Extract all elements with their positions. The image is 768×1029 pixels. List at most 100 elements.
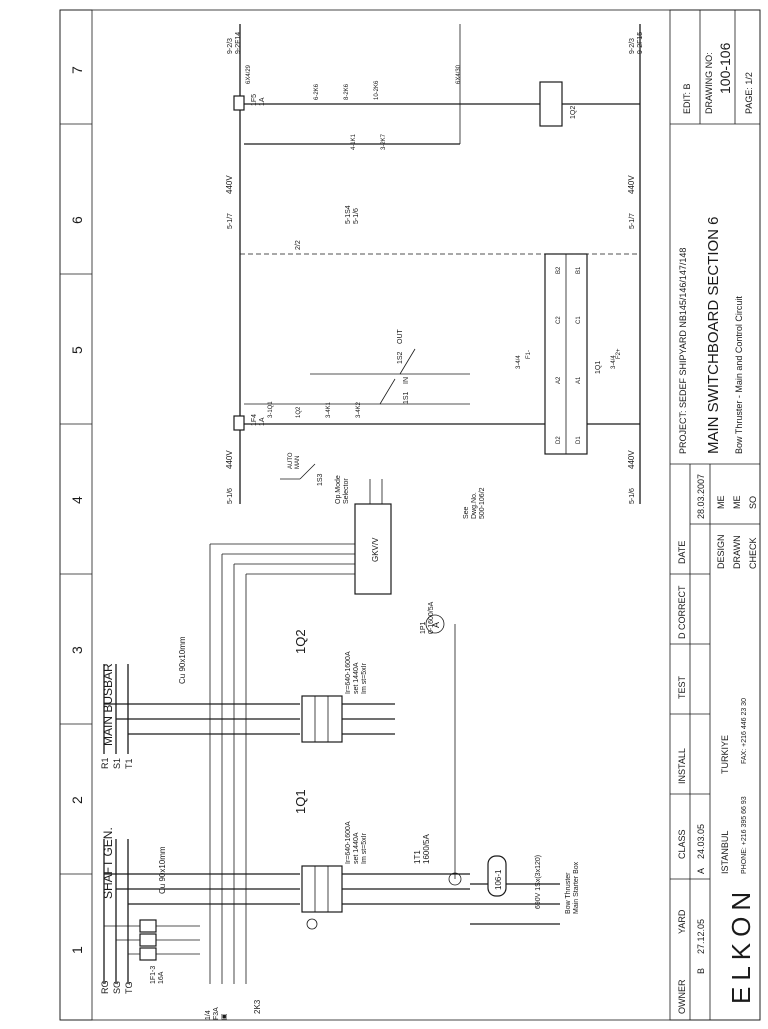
design-label: DESIGN: [716, 534, 726, 569]
button-1s1-text: IN: [403, 377, 410, 384]
ref-51-6-bot: 5-1/6: [629, 488, 636, 504]
button-1s2-text: OUT: [397, 329, 404, 345]
phase-r1: R1: [100, 757, 110, 769]
date-label: DATE: [677, 541, 687, 564]
ref-51-7-top: 5-1/7: [227, 213, 234, 229]
fuse-1f1-3: [104, 919, 200, 961]
yard-label: YARD: [677, 909, 687, 934]
k-label-1q2: 1Q2: [296, 406, 302, 418]
selector-positions: AUTOMAN: [288, 452, 301, 469]
ammeter-1p1: [425, 614, 445, 634]
phase-s1: S1: [112, 758, 122, 769]
column-number-6: 6: [69, 216, 85, 224]
coil-1q2: [539, 81, 563, 127]
k-label-3-2k7: 3-2K7: [381, 133, 387, 150]
contact-ref-a: 6X4/29: [246, 64, 252, 84]
edit-rev: EDIT: B: [682, 83, 692, 114]
drawn-value: ME: [732, 496, 742, 510]
selector-1s3: [299, 463, 316, 480]
shaft-gen-label: SHAFT GEN.: [101, 827, 115, 899]
k-label-4-1k1: 4-1K1: [351, 133, 357, 150]
voltage-taps: [209, 479, 383, 984]
ref-3-4-4-b: 3-4/4: [611, 355, 617, 369]
v440-top-right: 440V: [225, 175, 234, 194]
cable-tag: [487, 855, 507, 897]
k-label-8-2k6: 8-2K6: [344, 83, 350, 100]
phase-tg: TG: [124, 982, 134, 995]
coil-1q1-label: 1Q1: [595, 361, 602, 374]
column-number-4: 4: [69, 496, 85, 504]
ref-2-2: 2/2: [295, 240, 302, 250]
v440-top-left: 440V: [225, 450, 234, 469]
phase-t1: T1: [124, 758, 134, 769]
column-number-5: 5: [69, 346, 85, 354]
column-band: [59, 9, 93, 1021]
button-1s1: [379, 378, 396, 405]
coil-term-d1: D1: [576, 436, 582, 444]
ref-51-7-bot: 5-1/7: [629, 213, 636, 229]
check-label: CHECK: [748, 537, 758, 569]
coil-term-c1: C1: [576, 316, 582, 324]
coil-term-c2: C2: [556, 316, 562, 324]
selector-1s3-label: 1S3: [317, 473, 324, 486]
selector-text: Op.ModeSelector: [335, 475, 350, 504]
switch-ref: 5-1S45-1/6: [345, 205, 360, 224]
rev-b-date: 27.12.05: [696, 919, 706, 954]
control-circuit: 440V 440V 440V 440V 5-1/6 5-1/6 5-1/7 5-…: [225, 24, 644, 504]
correct-label: D CORRECT: [677, 585, 687, 639]
owner-label: OWNER: [677, 979, 687, 1014]
column-number-1: 1: [69, 946, 85, 954]
drawing-subtitle: Bow Thruster - Main and Control Circuit: [734, 296, 744, 454]
install-label: INSTALL: [677, 748, 687, 784]
drawn-label: DRAWN: [732, 535, 742, 569]
column-number-7: 7: [69, 66, 85, 74]
coil-term-b1: B1: [576, 266, 582, 274]
coil-term-d2: D2: [556, 436, 562, 444]
check-value: SO: [748, 496, 758, 509]
phase-rg: RG: [100, 981, 110, 995]
cu-bus-label: Cu 90x10mm: [178, 636, 187, 684]
coil-term-b2: B2: [556, 266, 562, 274]
see-drawing-ref: SeeDwg.No.500-106/2: [463, 487, 486, 519]
breaker-1q2-label: 1Q2: [293, 629, 308, 654]
contact-ref-b: 6X4/30: [456, 64, 462, 84]
date-value: 28.03.2007: [696, 474, 706, 519]
cable-spec: 690V 1Sx(3x120): [535, 855, 542, 909]
k-label-3-1q1: 3-1Q1: [268, 401, 274, 418]
power-circuit: SHAFT GEN. MAIN BUSBAR RG SG TG R1 S1 T1: [100, 479, 580, 1020]
fuse-1f5: [233, 95, 245, 111]
ct-1t1-label: 1T11600/5A: [413, 834, 431, 864]
ref-top-right-b: 9-2/39-2F15: [629, 32, 644, 54]
breaker-1q2: [104, 695, 395, 743]
rev-b-mark: B: [696, 968, 706, 974]
column-number-2: 2: [69, 796, 85, 804]
left-terminals: 1/4F3A▣: [205, 1007, 228, 1020]
generator-busbars: [103, 839, 129, 984]
ref-3-4-4-a: 3-4/4: [516, 355, 522, 369]
coil-term-f1: F1-: [526, 350, 532, 359]
drawing-title: MAIN SWITCHBOARD SECTION 6: [705, 216, 722, 454]
drawing-no: 100-106: [717, 42, 733, 94]
coil-1q2-label: 1Q2: [570, 106, 577, 119]
fuse-1f4-label: 1F41A: [251, 414, 266, 426]
company-city: ISTANBUL: [720, 831, 730, 874]
k-label-3-4k1: 3-4K1: [326, 401, 332, 418]
test-label: TEST: [677, 675, 687, 699]
company-logo: ELKON: [726, 886, 756, 1004]
button-1s1-label: 1S1: [403, 391, 410, 404]
transducer-box: [354, 503, 392, 595]
title-block: OWNER YARD CLASS INSTALL TEST D CORRECT …: [669, 9, 761, 1021]
ammeter-symbol: A: [431, 622, 441, 628]
breaker-1q1-label: 1Q1: [293, 789, 308, 814]
company-country: TURKIYE: [720, 735, 730, 774]
ref-top-right-a: 9-2/39-2F14: [227, 32, 242, 54]
k-label-10-2k6: 10-2K6: [374, 80, 380, 100]
project: PROJECT: SEDEF SHIPYARD NB145/146/147/14…: [678, 248, 688, 454]
contactor-2k3: 2K3: [253, 999, 262, 1014]
button-1s2: [399, 348, 416, 375]
company-fax: FAX: +216 446 23 30: [741, 698, 748, 764]
phase-sg: SG: [112, 981, 122, 994]
column-dividers: [60, 123, 92, 875]
coil-term-a2: A2: [556, 376, 562, 384]
